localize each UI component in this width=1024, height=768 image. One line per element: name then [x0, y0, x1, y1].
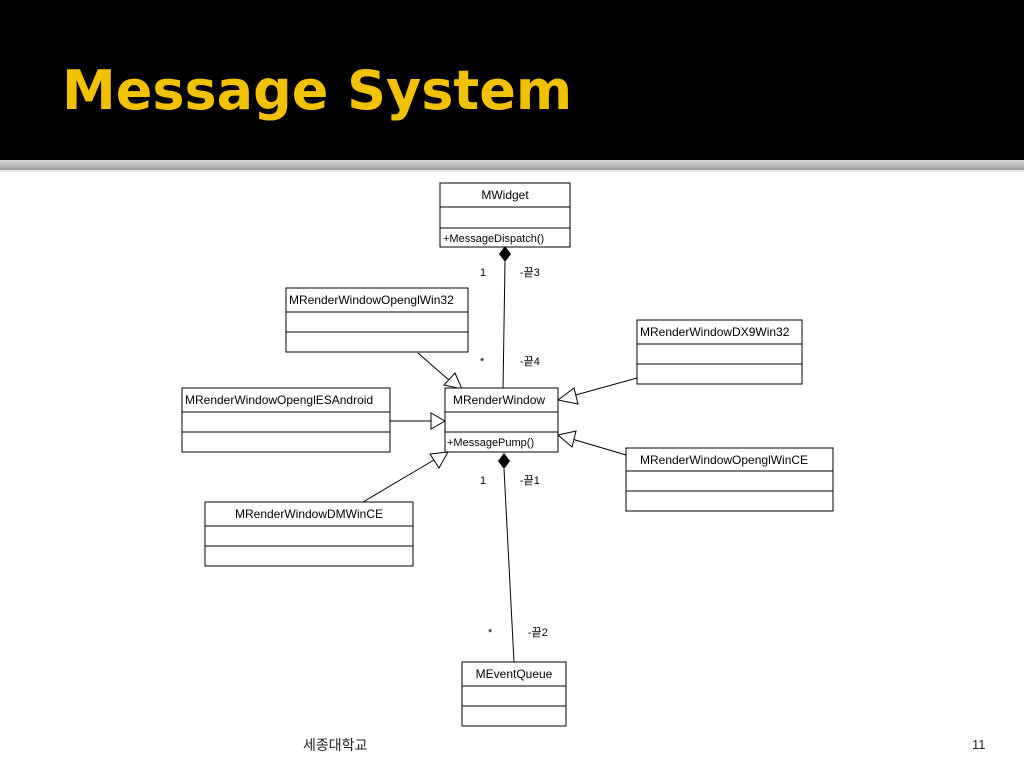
generalization-dx9 [556, 377, 638, 405]
generalization-wince [556, 430, 627, 456]
slide-title: Message System [62, 59, 573, 122]
class-name: MRenderWindow [453, 393, 545, 407]
class-render-window-opengl-wince: MRenderWindowOpenglWinCE [625, 447, 834, 512]
class-name: MRenderWindowOpenglWin32 [289, 293, 454, 307]
class-render-window-dm-wince: MRenderWindowDMWinCE [204, 501, 414, 567]
page-number: 11 [972, 737, 986, 752]
class-name: MRenderWindowDX9Win32 [640, 325, 790, 339]
class-name: MEventQueue [476, 667, 553, 681]
class-render-window: MRenderWindow +MessagePump() [444, 387, 559, 453]
class-operation: +MessagePump() [447, 437, 534, 449]
class-name: MRenderWindowOpenglESAndroid [185, 393, 373, 407]
generalization-win32 [417, 352, 463, 390]
composition-diamond-widget [499, 246, 511, 262]
class-mwidget: MWidget +MessageDispatch() [439, 182, 571, 248]
role-label: -끝4 [520, 355, 540, 368]
role-label: -끝2 [528, 626, 548, 639]
class-operation: +MessageDispatch() [443, 233, 544, 245]
header-divider-highlight [0, 170, 1024, 172]
role-label: -끝1 [520, 474, 540, 487]
role-label: -끝3 [520, 266, 540, 279]
multiplicity-label: * [488, 627, 493, 639]
generalization-dmwince [362, 451, 449, 503]
class-render-window-opengl-win32: MRenderWindowOpenglWin32 [285, 287, 469, 353]
class-name: MWidget [481, 188, 529, 202]
footer-organization: 세종대학교 [303, 737, 368, 753]
multiplicity-label: 1 [480, 267, 486, 279]
multiplicity-label: 1 [480, 475, 486, 487]
association-widget-render [499, 246, 511, 391]
class-render-window-dx9-win32: MRenderWindowDX9Win32 [636, 319, 803, 385]
class-event-queue: MEventQueue [461, 661, 567, 727]
generalization-android [390, 412, 447, 430]
class-name: MRenderWindowOpenglWinCE [640, 453, 808, 467]
class-name: MRenderWindowDMWinCE [235, 507, 383, 521]
multiplicity-label: * [480, 356, 485, 368]
class-render-window-opengl-es-android: MRenderWindowOpenglESAndroid [181, 387, 391, 453]
association-render-queue [498, 453, 515, 663]
title-bar: Message System [0, 0, 1024, 160]
composition-diamond-render [498, 453, 510, 469]
header-divider [0, 160, 1024, 170]
